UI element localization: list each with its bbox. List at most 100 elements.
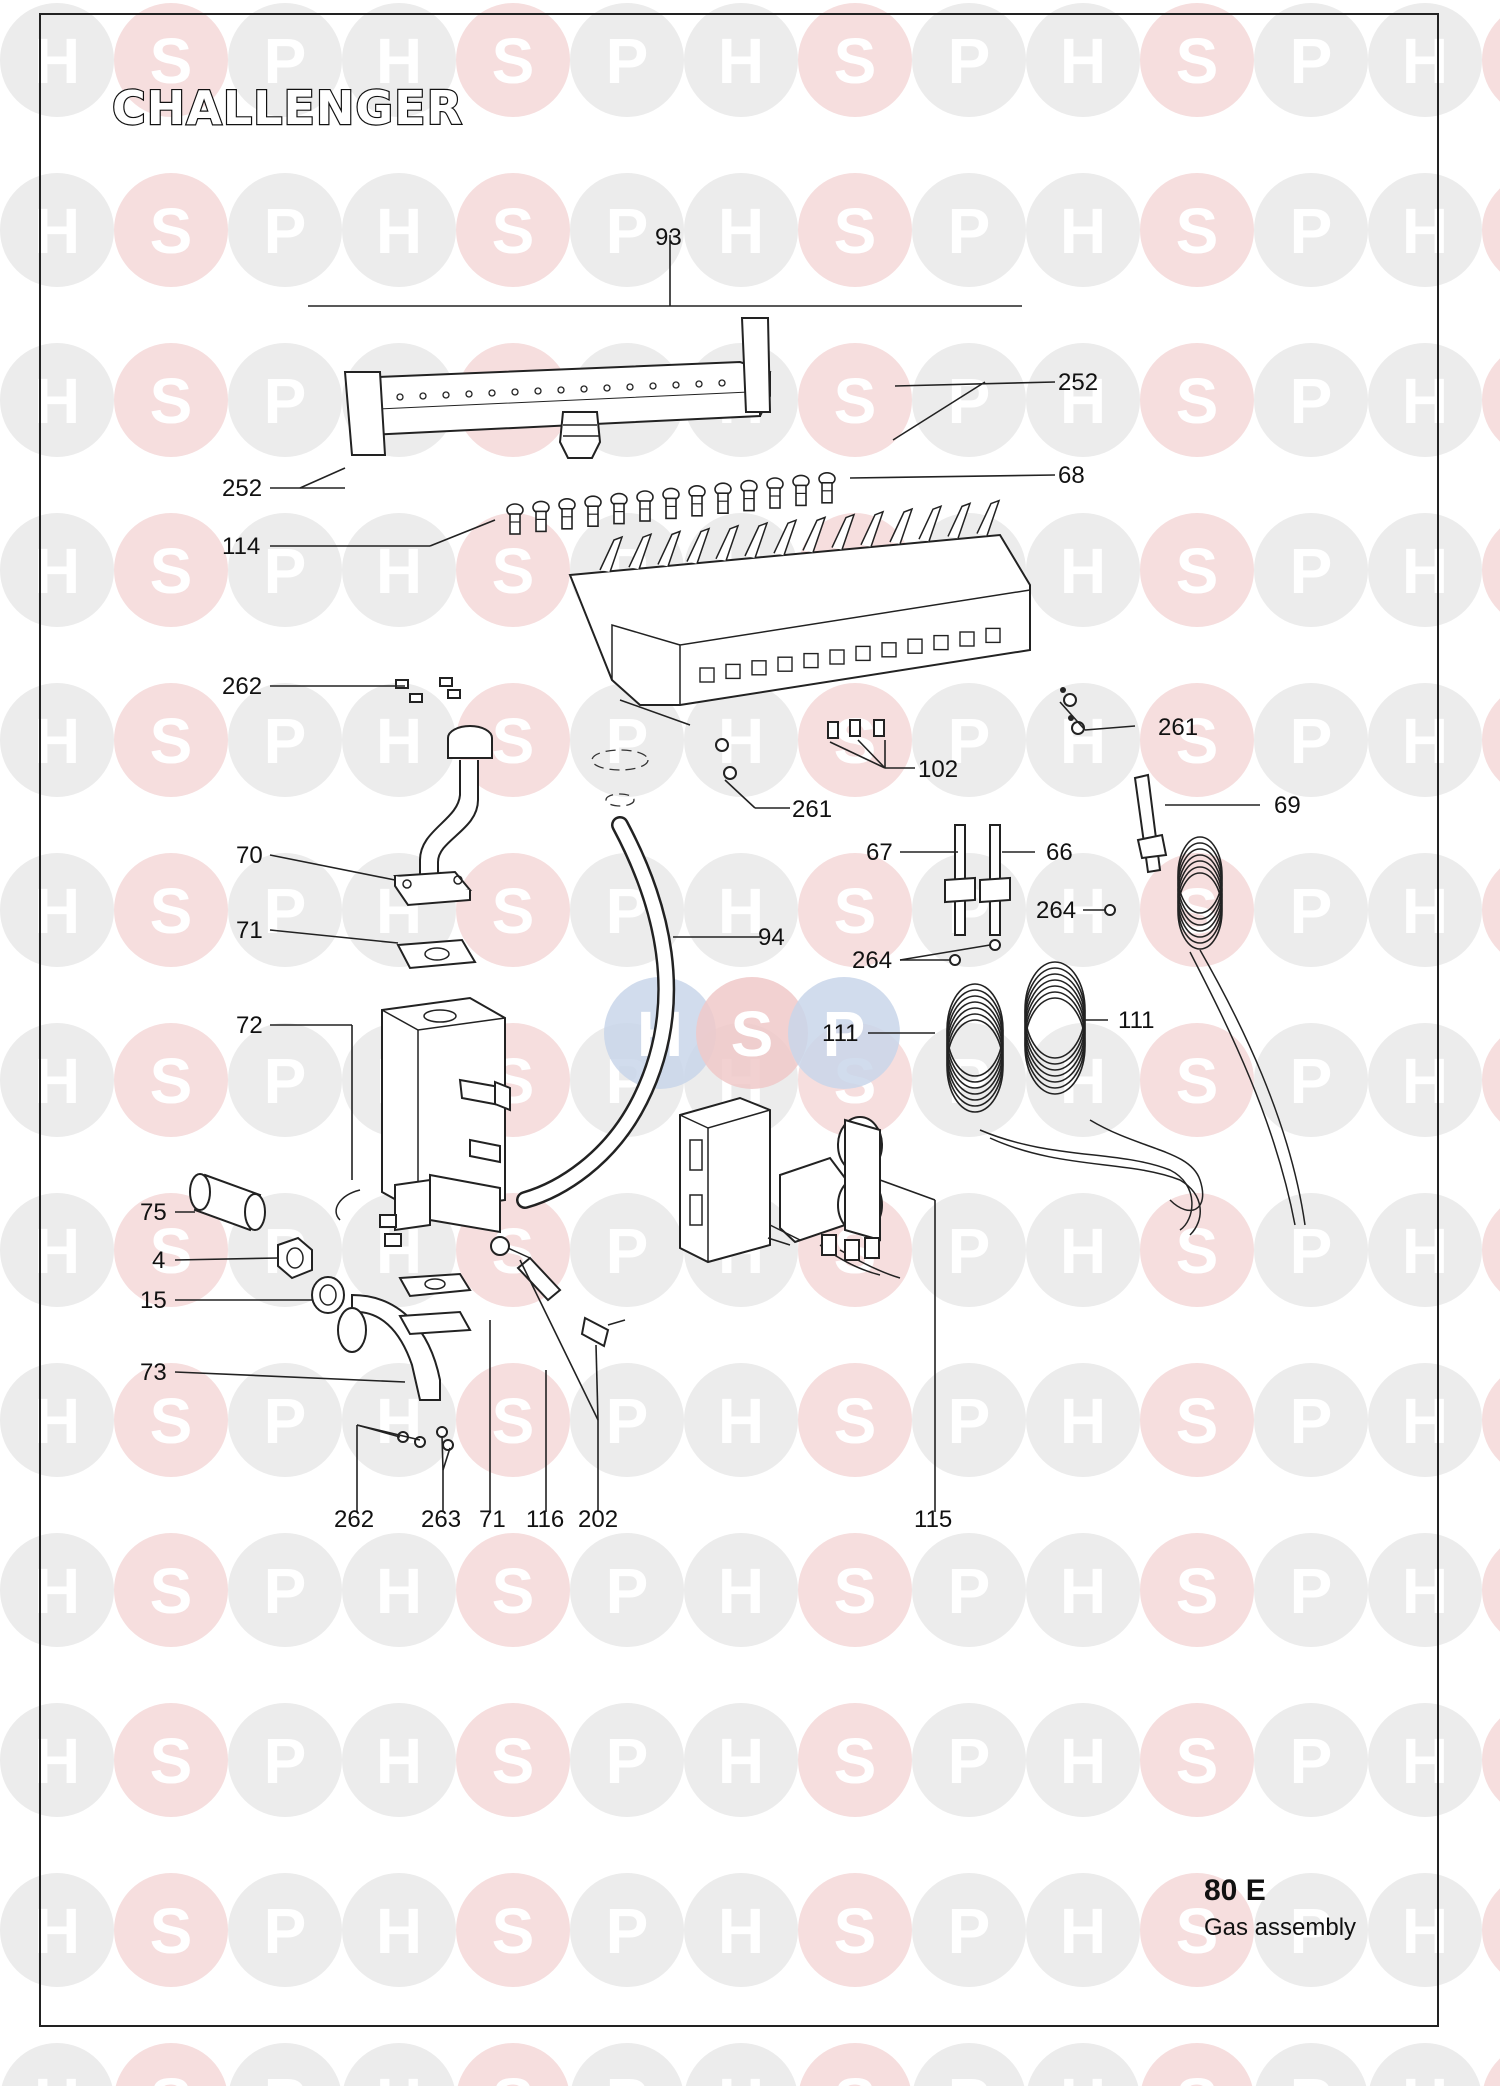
watermark-tile: H (1368, 683, 1482, 797)
watermark-tile: S (1482, 1888, 1500, 1972)
watermark-tile: P (1254, 1363, 1368, 1477)
svg-text:P: P (1290, 1895, 1333, 1967)
svg-text:P: P (1290, 25, 1333, 97)
svg-text:S: S (492, 2065, 535, 2086)
svg-text:S: S (1176, 705, 1219, 777)
watermark-tile: P (228, 173, 342, 287)
callout-261-left: 261 (792, 796, 832, 823)
watermark-tile: H (685, 2043, 797, 2086)
svg-text:P: P (606, 2065, 649, 2086)
svg-text:P: P (1290, 705, 1333, 777)
watermark-tile: S (115, 2043, 227, 2086)
watermark-tile: S (457, 2043, 569, 2086)
watermark-tile: H (0, 1023, 114, 1137)
svg-text:H: H (1060, 195, 1106, 267)
svg-text:P: P (606, 1725, 649, 1797)
watermark-tile: P (912, 1703, 1026, 1817)
watermark-tile: P (912, 173, 1026, 287)
watermark-tile: S (456, 853, 570, 967)
watermark-tile: S (114, 1533, 228, 1647)
watermark-tile: P (912, 1363, 1026, 1477)
svg-text:P: P (948, 1895, 991, 1967)
svg-text:H: H (1060, 2065, 1106, 2086)
watermark-tile: P (570, 1873, 684, 1987)
svg-text:S: S (492, 1895, 535, 1967)
watermark-tile: H (1026, 1363, 1140, 1477)
watermark-tile: H (0, 1363, 114, 1477)
watermark-tile: H (1369, 2043, 1481, 2086)
part-69-sensor (1133, 773, 1306, 1226)
watermark-tile: S (798, 853, 912, 967)
svg-text:H: H (1402, 875, 1448, 947)
watermark-tile: P (912, 1023, 1026, 1137)
watermark-tile: P (912, 853, 1026, 967)
callout-94: 94 (758, 924, 785, 951)
watermark-tile: P (912, 1873, 1026, 1987)
svg-text:S: S (150, 1215, 193, 1287)
part-75-connector (189, 1173, 266, 1232)
watermark-tile: H (1368, 3, 1482, 117)
watermark-tile: H (0, 1193, 114, 1307)
svg-text:S: S (1176, 535, 1219, 607)
callout-66: 66 (1046, 839, 1073, 866)
watermark-tile: S (456, 513, 570, 627)
watermark-tile: S (798, 1363, 912, 1477)
svg-text:H: H (376, 195, 422, 267)
watermark-tile: S (1140, 1363, 1254, 1477)
svg-text:H: H (718, 1385, 764, 1457)
svg-text:S: S (834, 1895, 877, 1967)
svg-text:P: P (264, 25, 307, 97)
watermark-tile: S (456, 1363, 570, 1477)
svg-text:P: P (606, 1555, 649, 1627)
svg-text:H: H (1402, 2065, 1448, 2086)
watermark-tile: P (912, 1533, 1026, 1647)
svg-text:S: S (150, 25, 193, 97)
watermark-tile: P (228, 853, 342, 967)
svg-text:P: P (264, 195, 307, 267)
callout-71-top: 71 (236, 917, 263, 944)
part-68-injectors (506, 471, 836, 535)
svg-text:S: S (834, 195, 877, 267)
part-72-gas-valve (335, 996, 511, 1247)
svg-text:S: S (834, 25, 877, 97)
part-73-elbow (337, 1272, 472, 1401)
svg-text:S: S (150, 875, 193, 947)
watermark-tile: P (570, 1533, 684, 1647)
watermark-tile: H (1027, 2043, 1139, 2086)
watermark-tile: H (1368, 343, 1482, 457)
svg-text:H: H (1402, 1215, 1448, 1287)
watermark-tile: S (114, 1023, 228, 1137)
watermark-tile: H (1026, 3, 1140, 117)
watermark-tile: H (1368, 1703, 1482, 1817)
svg-text:S: S (1176, 1555, 1219, 1627)
svg-text:S: S (150, 535, 193, 607)
svg-text:S: S (150, 705, 193, 777)
svg-text:P: P (606, 1385, 649, 1457)
watermark-tile: S (1140, 1193, 1254, 1307)
watermark-tile: H (684, 1363, 798, 1477)
callout-262-bottom: 262 (334, 1506, 374, 1533)
watermark-tile: P (228, 3, 342, 117)
watermark-tile: P (228, 1533, 342, 1647)
watermark-tile: S (114, 1193, 228, 1307)
part-102-clips (827, 719, 885, 739)
watermark-tile: P (1254, 343, 1368, 457)
svg-text:P: P (264, 875, 307, 947)
watermark-tile: S (456, 1703, 570, 1817)
svg-text:H: H (1402, 1385, 1448, 1457)
watermark-tile: S (114, 173, 228, 287)
callout-labels: 93 252 252 68 114 262 261 102 261 69 70 … (140, 224, 1301, 1533)
svg-text:S: S (492, 1385, 535, 1457)
svg-text:P: P (1290, 1385, 1333, 1457)
watermark-tile: H (342, 3, 456, 117)
svg-text:H: H (34, 195, 80, 267)
watermark-tile: H (342, 513, 456, 627)
svg-text:H: H (34, 705, 80, 777)
watermark-tile: H (1026, 513, 1140, 627)
svg-text:P: P (948, 1555, 991, 1627)
watermark-tile: H (1026, 1533, 1140, 1647)
callout-75: 75 (140, 1199, 167, 1226)
watermark-tile: S (1482, 1208, 1500, 1292)
part-202-fittings (580, 1316, 626, 1348)
part-262-screws-top (395, 677, 461, 703)
